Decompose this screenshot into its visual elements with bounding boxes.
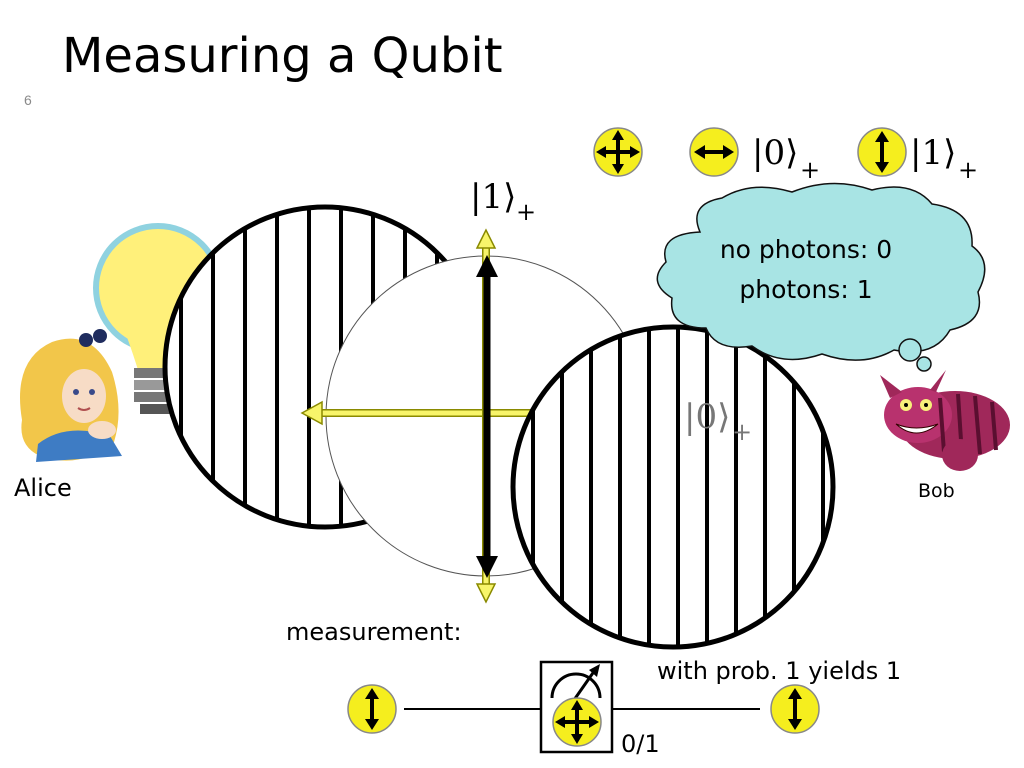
diagram-ket1-sub: + [516,198,536,226]
vertical-polarization-icon [857,127,907,177]
polarizer-right [510,324,836,650]
legend-ket0: |0⟩ [752,133,798,173]
bob-label: Bob [918,480,955,502]
vertical-state-arrow-black [476,255,498,578]
alice-label: Alice [14,474,72,502]
meter-icon [550,672,602,699]
measured-both-icon [552,697,602,747]
legend-ket1-sub: + [958,156,978,184]
diagram-ket0: |0⟩ [684,397,730,437]
legend-ket1: |1⟩ [910,133,956,173]
legend-ket0-sub: + [800,156,820,184]
input-vertical-icon [347,684,397,734]
measurement-label: measurement: [286,618,462,646]
horizontal-polarization-icon [689,127,739,177]
result-label: with prob. 1 yields 1 [657,657,901,685]
diagram-ket1: |1⟩ [470,177,516,217]
cheshire-cat-icon [880,370,1010,471]
thought-bubble [656,182,986,372]
alice-icon [20,329,122,462]
output-vertical-icon [770,684,820,734]
bubble-line2: photons: 1 [739,275,872,304]
page-title: Measuring a Qubit [62,28,503,84]
both-polarization-icon [593,127,643,177]
outcome-label: 0/1 [621,730,660,758]
diagram-ket0-sub: + [732,418,752,446]
slide-number: 6 [24,92,32,108]
bubble-line1: no photons: 0 [720,235,892,264]
